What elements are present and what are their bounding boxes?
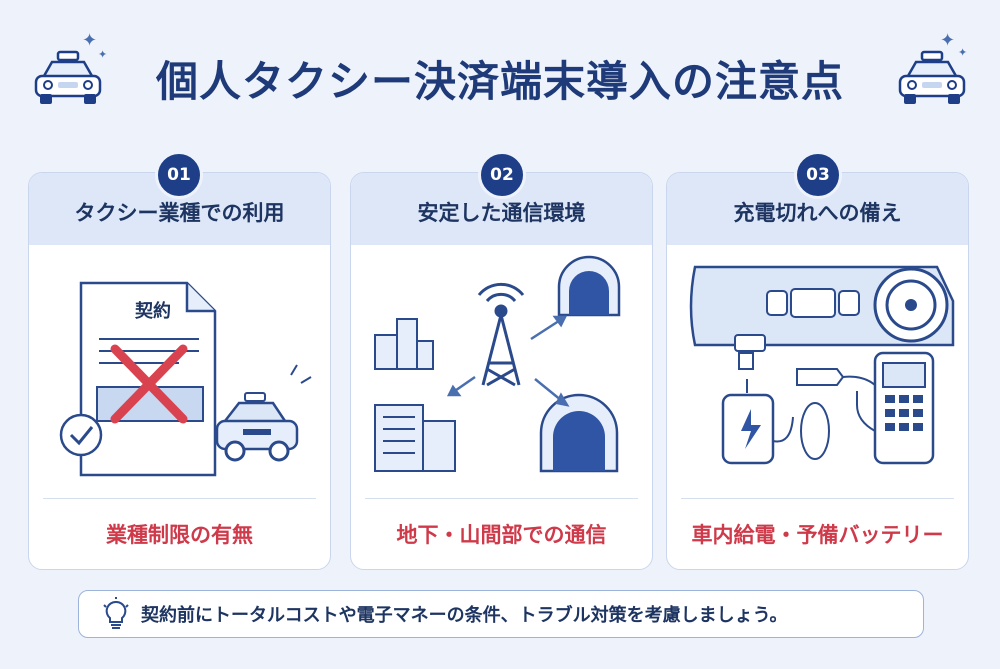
card-network: 安定した通信環境: [350, 172, 653, 570]
taxi-icon: [215, 392, 299, 462]
sparkle-icon: ✦: [82, 30, 98, 51]
card-power: 充電切れへの備え 車内給電・予備バッテリー: [666, 172, 969, 570]
tunnel-icon: [539, 255, 621, 473]
card-industry: タクシー業種での利用 契約 業種制限の有無: [28, 172, 331, 570]
number-badge: 01: [155, 151, 203, 199]
tip-text: 契約前にトータルコストや電子マネーの条件、トラブル対策を考慮しましょう。: [141, 605, 788, 626]
antenna-icon: [477, 282, 525, 387]
card-footer: 業種制限の有無: [43, 498, 316, 569]
power-bank-icon: [721, 393, 775, 465]
page-title: 個人タクシー決済端末導入の注意点: [155, 56, 844, 106]
buildings-icon: [374, 318, 456, 472]
number-badge: 02: [478, 151, 526, 199]
lightbulb-icon: [103, 597, 129, 629]
sparkle-icon: ✦: [958, 46, 968, 59]
number-badge: 03: [794, 151, 842, 199]
power-illustration: [689, 265, 955, 465]
contract-label: 契約: [135, 301, 171, 322]
sparkle-icon: ✦: [98, 48, 108, 61]
taxi-icon: [898, 50, 966, 104]
card-footer: 車内給電・予備バッテリー: [681, 498, 954, 569]
payment-terminal-icon: [873, 351, 935, 465]
tip-banner: 契約前にトータルコストや電子マネーの条件、トラブル対策を考慮しましょう。: [78, 590, 924, 638]
contract-illustration: [59, 281, 312, 477]
card-footer: 地下・山間部での通信: [365, 498, 638, 569]
network-illustration: [374, 255, 621, 473]
sparkle-icon: ✦: [940, 30, 956, 51]
taxi-icon: [34, 50, 102, 104]
